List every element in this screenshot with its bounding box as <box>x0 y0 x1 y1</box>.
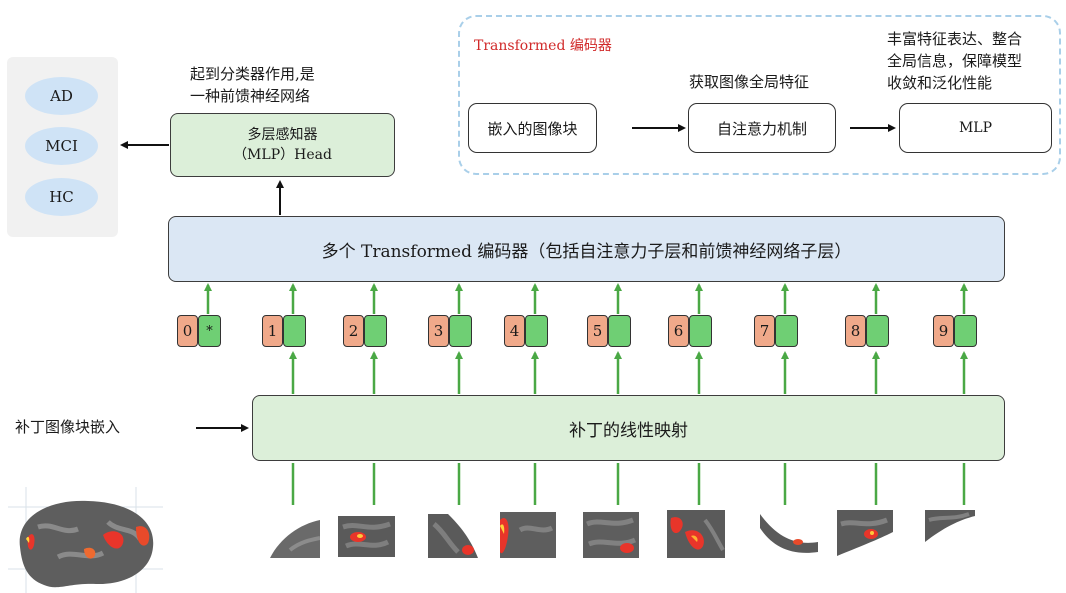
patch-embedding <box>283 315 306 347</box>
class-ad: AD <box>25 77 98 115</box>
brain-patch-6 <box>667 510 725 558</box>
brain-patch-5 <box>583 512 639 558</box>
brain-image <box>8 487 163 593</box>
patch-embedding <box>954 315 977 347</box>
token-2: 2 <box>343 315 389 349</box>
token-9: 9 <box>933 315 979 349</box>
self-attention-box: 自注意力机制 <box>688 103 836 153</box>
brain-patch-9 <box>925 510 975 542</box>
token-6: 6 <box>668 315 714 349</box>
token-index: 7 <box>754 315 775 347</box>
patch-embedding <box>608 315 631 347</box>
brain-patch-4 <box>500 512 556 558</box>
patch-embedding <box>689 315 712 347</box>
token-index: 9 <box>933 315 954 347</box>
token-1: 1 <box>262 315 308 349</box>
patch-embedding <box>449 315 472 347</box>
patch-embedding <box>525 315 548 347</box>
classifier-note-line1: 起到分类器作用,是 <box>190 65 315 83</box>
linear-projection-box: 补丁的线性映射 <box>252 395 1005 461</box>
brain-patch-3 <box>428 514 478 558</box>
encoder-detail-panel <box>458 15 1061 175</box>
classifier-note: 起到分类器作用,是 一种前馈神经网络 <box>190 63 315 107</box>
mlp-note-line3: 收敛和泛化性能 <box>887 74 993 92</box>
token-index: 6 <box>668 315 689 347</box>
patch-embed-label: 补丁图像块嵌入 <box>15 418 121 436</box>
classifier-note-line2: 一种前馈神经网络 <box>190 87 311 105</box>
token-index: 2 <box>343 315 364 347</box>
token-index: 5 <box>587 315 608 347</box>
token-index: 3 <box>428 315 449 347</box>
brain-patch-8 <box>837 510 893 556</box>
token-0: 0 * <box>177 315 223 349</box>
token-index: 1 <box>262 315 283 347</box>
transformer-encoders-box: 多个 Transformed 编码器（包括自注意力子层和前馈神经网络子层） <box>168 216 1005 282</box>
brain-patch-1 <box>270 520 320 558</box>
mlp-head-box: 多层感知器 （MLP）Head <box>170 113 395 177</box>
token-5: 5 <box>587 315 633 349</box>
token-8: 8 <box>845 315 891 349</box>
token-index: 8 <box>845 315 866 347</box>
mlp-box: MLP <box>899 103 1052 153</box>
mlp-note-line2: 全局信息，保障模型 <box>887 52 1023 70</box>
embedded-patch-box: 嵌入的图像块 <box>468 103 597 153</box>
patch-embedding <box>364 315 387 347</box>
class-output-panel: AD MCI HC <box>7 57 118 237</box>
mlp-note: 丰富特征表达、整合 全局信息，保障模型 收敛和泛化性能 <box>887 28 1022 94</box>
token-index: 4 <box>504 315 525 347</box>
brain-patch-2 <box>338 516 395 557</box>
patch-embedding <box>775 315 798 347</box>
token-7: 7 <box>754 315 800 349</box>
mlp-head-line1: 多层感知器 <box>247 127 318 143</box>
patch-embedding <box>866 315 889 347</box>
mlp-note-line1: 丰富特征表达、整合 <box>887 30 1023 48</box>
token-4: 4 <box>504 315 550 349</box>
mlp-head-line2: （MLP）Head <box>233 147 332 163</box>
brain-patch-7 <box>760 514 818 554</box>
class-hc: HC <box>25 178 98 216</box>
token-index: 0 <box>177 315 198 347</box>
class-token-star: * <box>198 315 221 347</box>
class-mci: MCI <box>25 127 98 165</box>
token-3: 3 <box>428 315 474 349</box>
attention-note: 获取图像全局特征 <box>689 73 810 91</box>
encoder-detail-title: Transformed 编码器 <box>474 38 612 54</box>
